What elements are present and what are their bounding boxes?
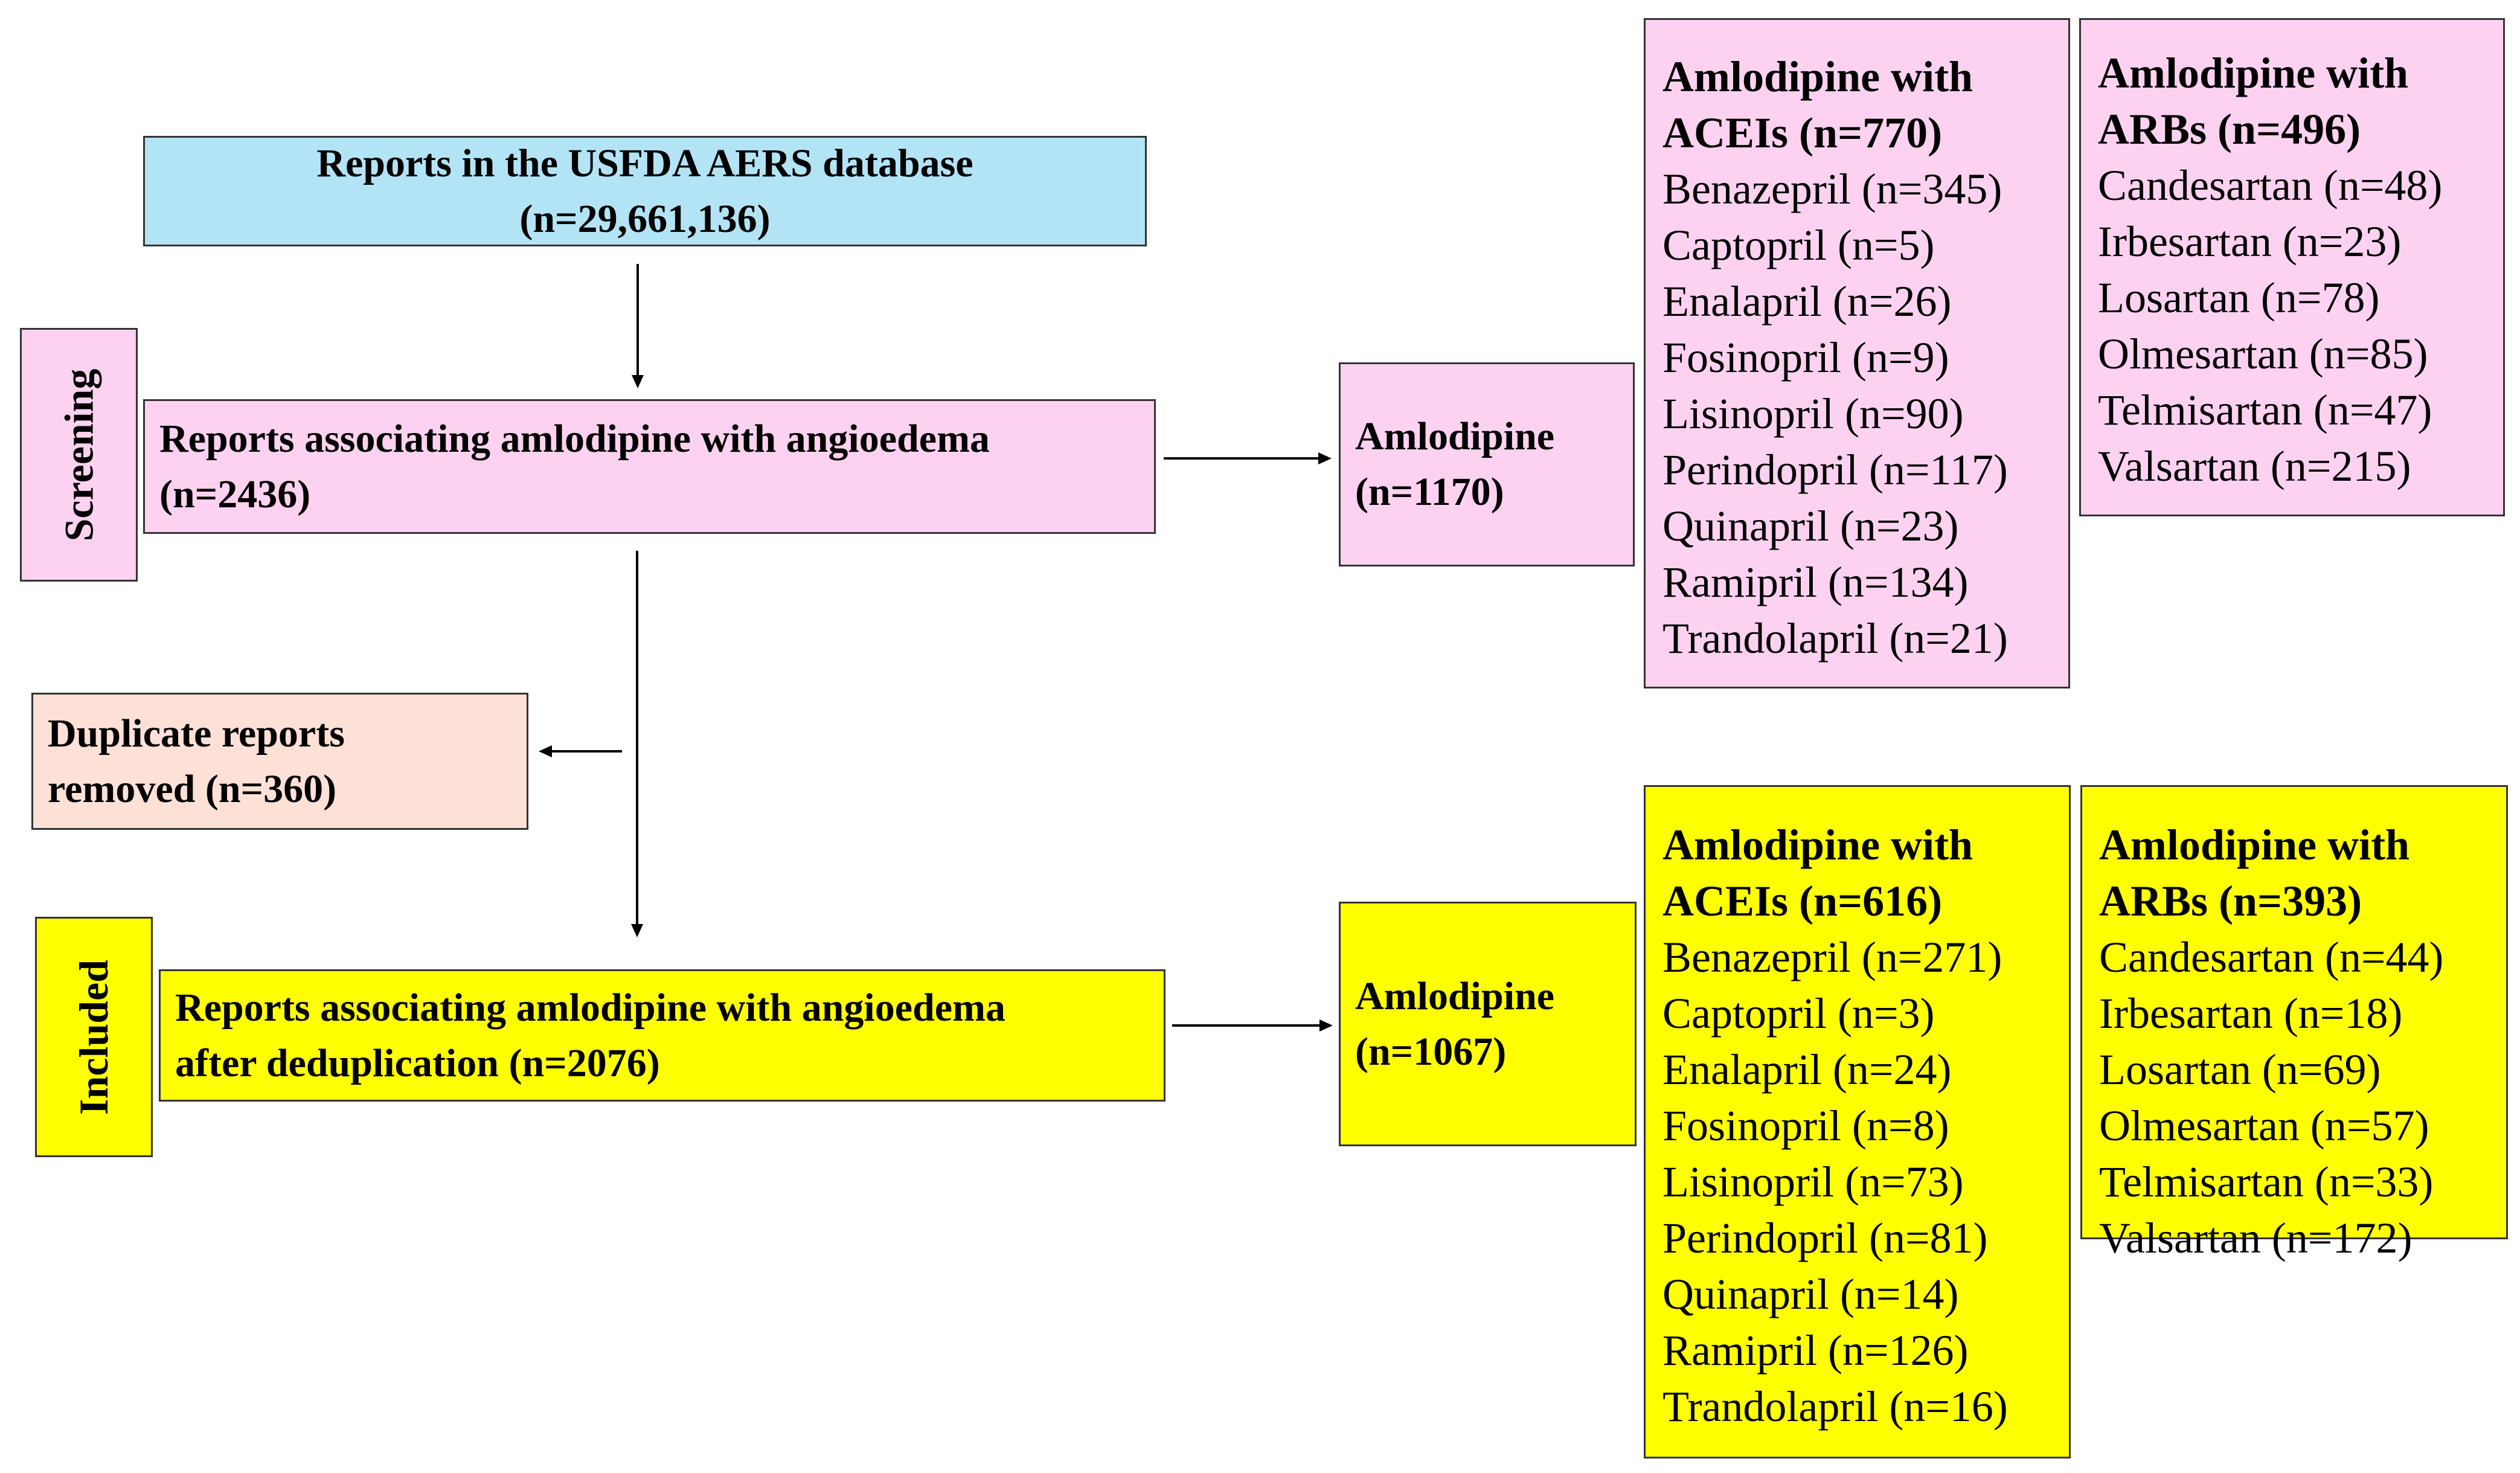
list-item: Perindopril (n=81) [1662, 1214, 1988, 1262]
list-item: Fosinopril (n=8) [1662, 1102, 1949, 1150]
database-box: Reports in the USFDA AERS database (n=29… [143, 136, 1147, 246]
duplicates-line1: Duplicate reports [48, 711, 345, 756]
list-item: Enalapril (n=24) [1662, 1045, 1952, 1094]
included-reports-line2: after deduplication (n=2076) [175, 1041, 660, 1085]
stage-label-screening-text: Screening [56, 368, 102, 541]
arrow-to-duplicates-head [539, 745, 552, 757]
arrow-to-duplicates-line [551, 750, 622, 753]
included-aceis-heading2: ACEIs (n=616) [1662, 877, 1943, 925]
duplicates-box: Duplicate reports removed (n=360) [31, 693, 528, 830]
list-item: Valsartan (n=172) [2099, 1214, 2413, 1262]
duplicates-line2: removed (n=360) [48, 766, 337, 811]
screened-aceis-box: Amlodipine with ACEIs (n=770) Benazepril… [1644, 18, 2070, 688]
list-item: Captopril (n=3) [1662, 989, 1935, 1038]
arrow-database-to-screened-line [636, 264, 639, 376]
list-item: Candesartan (n=48) [2098, 161, 2443, 210]
amlodipine-screened-line1: Amlodipine [1355, 414, 1555, 458]
amlodipine-included-box: Amlodipine (n=1067) [1339, 902, 1637, 1146]
screened-aceis-heading2: ACEIs (n=770) [1662, 109, 1943, 157]
included-arbs-box: Amlodipine with ARBs (n=393) Candesartan… [2080, 785, 2508, 1262]
amlodipine-included-line2: (n=1067) [1355, 1029, 1507, 1074]
screened-arbs-box: Amlodipine with ARBs (n=496) Candesartan… [2079, 18, 2505, 516]
included-aceis-box: Amlodipine with ACEIs (n=616) Benazepril… [1644, 785, 2071, 1459]
amlodipine-screened-box: Amlodipine (n=1170) [1339, 362, 1635, 566]
list-item: Losartan (n=69) [2099, 1045, 2381, 1094]
list-item: Irbesartan (n=18) [2099, 989, 2403, 1038]
list-item: Trandolapril (n=21) [1662, 614, 2008, 663]
amlodipine-screened-line2: (n=1170) [1355, 470, 1504, 514]
database-box-line1: Reports in the USFDA AERS database [316, 141, 973, 185]
list-item: Candesartan (n=44) [2099, 933, 2444, 981]
screened-reports-line1: Reports associating amlodipine with angi… [159, 416, 990, 461]
stage-label-included: Included [35, 917, 153, 1157]
arrow-database-to-screened-head [632, 375, 644, 388]
list-item: Lisinopril (n=90) [1662, 390, 1964, 438]
stage-label-screening: Screening [20, 328, 138, 582]
amlodipine-included-line1: Amlodipine [1355, 974, 1555, 1018]
screened-reports-line2: (n=2436) [159, 472, 311, 516]
screened-reports-box: Reports associating amlodipine with angi… [143, 399, 1156, 534]
list-item: Perindopril (n=117) [1662, 446, 2008, 494]
included-reports-box: Reports associating amlodipine with angi… [159, 969, 1165, 1102]
arrow-screened-to-amlodipine-head [1318, 452, 1332, 464]
screened-arbs-heading1: Amlodipine with [2098, 49, 2409, 97]
list-item: Ramipril (n=126) [1662, 1326, 1969, 1375]
list-item: Olmesartan (n=85) [2098, 330, 2428, 378]
included-aceis-heading1: Amlodipine with [1662, 821, 1973, 869]
list-item: Olmesartan (n=57) [2099, 1102, 2429, 1150]
arrow-included-to-amlodipine-line [1172, 1024, 1320, 1027]
list-item: Trandolapril (n=16) [1662, 1382, 2008, 1431]
list-item: Ramipril (n=134) [1662, 558, 1969, 606]
list-item: Valsartan (n=215) [2098, 442, 2411, 490]
list-item: Telmisartan (n=33) [2099, 1158, 2434, 1206]
list-item: Quinapril (n=14) [1662, 1270, 1959, 1318]
screened-aceis-heading1: Amlodipine with [1662, 53, 1973, 101]
list-item: Benazepril (n=271) [1662, 933, 2002, 981]
included-arbs-heading1: Amlodipine with [2099, 821, 2410, 869]
stage-label-included-text: Included [71, 959, 117, 1115]
list-item: Enalapril (n=26) [1662, 277, 1952, 326]
list-item: Benazepril (n=345) [1662, 165, 2002, 213]
list-item: Captopril (n=5) [1662, 221, 1935, 269]
screened-arbs-heading2: ARBs (n=496) [2098, 105, 2361, 153]
included-arbs-heading2: ARBs (n=393) [2099, 877, 2362, 925]
arrow-screened-to-included-line [636, 551, 638, 925]
list-item: Telmisartan (n=47) [2098, 386, 2432, 434]
included-reports-line1: Reports associating amlodipine with angi… [175, 985, 1006, 1030]
arrow-included-to-amlodipine-head [1319, 1019, 1333, 1032]
database-box-line2: (n=29,661,136) [519, 196, 771, 241]
arrow-screened-to-amlodipine-line [1164, 457, 1319, 460]
list-item: Quinapril (n=23) [1662, 502, 1959, 550]
list-item: Losartan (n=78) [2098, 274, 2380, 322]
arrow-screened-to-included-head [631, 924, 643, 937]
list-item: Lisinopril (n=73) [1662, 1158, 1964, 1206]
list-item: Fosinopril (n=9) [1662, 333, 1949, 382]
list-item: Irbesartan (n=23) [2098, 217, 2402, 266]
